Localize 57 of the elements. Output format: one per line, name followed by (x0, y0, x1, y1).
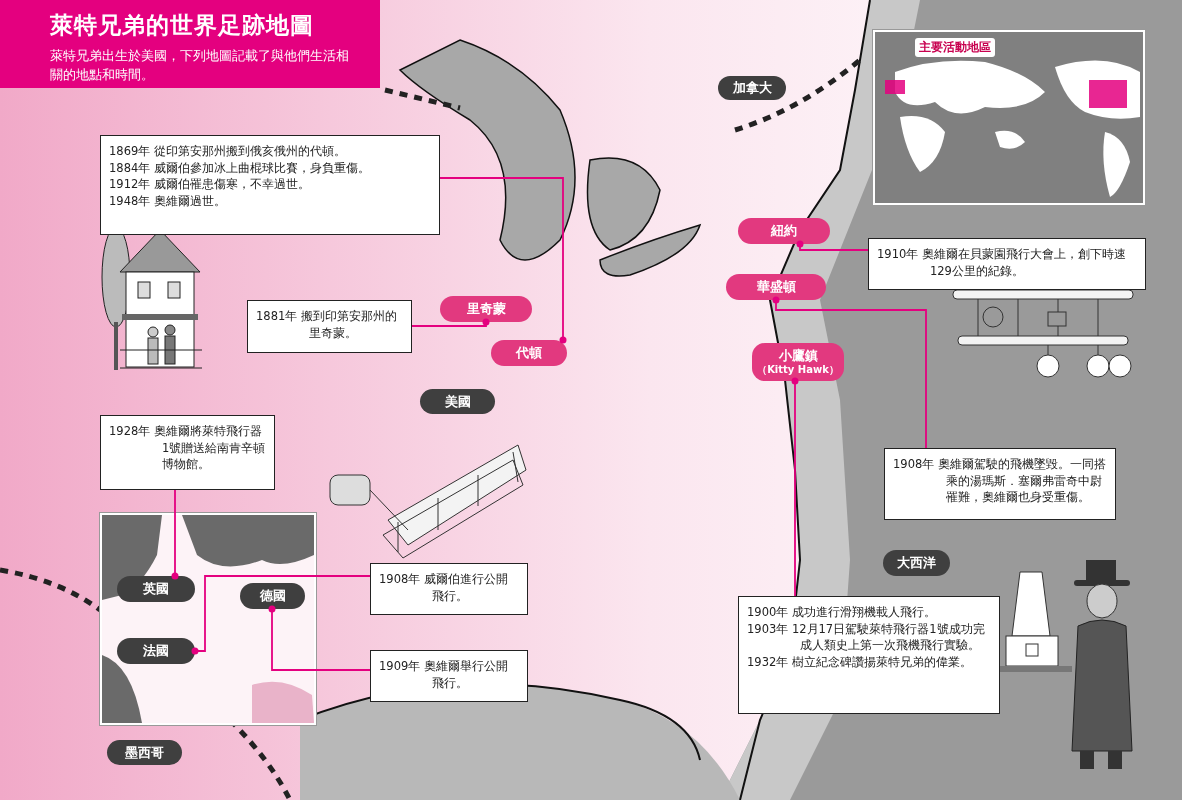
timeline-entry: 1909年 奧維爾舉行公開飛行。 (379, 658, 509, 692)
timeline-entry: 1903年 12月17日駕駛萊特飛行器1號成功完成人類史上第一次飛機飛行實驗。 (747, 620, 986, 654)
place-name: 紐約 (771, 223, 797, 239)
place-tag (752, 343, 844, 381)
leader-line (791, 377, 799, 597)
place-name: 加拿大 (732, 80, 772, 96)
place-name: 墨西哥 (125, 744, 164, 761)
place-tag (440, 296, 532, 322)
caption: 萊特兄弟出生於美國，下列地圖記載了與他們生活相關的地點和時間。 (50, 47, 350, 84)
place-tag (726, 274, 826, 300)
place-name: 小鷹鎮 (778, 348, 818, 364)
info-box (884, 448, 1116, 520)
leader-line (191, 575, 371, 655)
info-box (738, 596, 1000, 714)
leader-line (796, 240, 869, 251)
info-box (868, 238, 1146, 290)
place-name: 大西洋 (897, 555, 936, 571)
timeline-entry: 1881年 搬到印第安那州的里奇蒙。 (256, 308, 398, 342)
place-name: 美國 (444, 393, 471, 410)
timeline-entry: 1900年 成功進行滑翔機載人飛行。 (747, 604, 937, 621)
place-name: 德國 (259, 588, 286, 604)
timeline-entry: 1908年 威爾伯進行公開飛行。 (379, 571, 509, 605)
leader-line (772, 296, 927, 449)
timeline-entry: 1869年 從印第安那州搬到俄亥俄州的代頓。 (109, 143, 347, 160)
region-tag (117, 638, 195, 664)
place-name: 法國 (143, 643, 169, 659)
leader-line (171, 489, 179, 580)
timeline-entry: 1908年 奧維爾駕駛的飛機墜毀。一同搭乘的湯瑪斯．塞爾弗雷奇中尉罹難，奧維爾也身受重傷。 (893, 456, 1107, 506)
leader-line (411, 318, 490, 327)
leader-line (439, 177, 567, 344)
info-box (100, 135, 440, 235)
place-name: 代頓 (516, 345, 542, 361)
place-name: 英國 (143, 581, 169, 597)
timeline-entry: 1884年 威爾伯參加冰上曲棍球比賽，身負重傷。 (109, 159, 371, 177)
place-name: 華盛頓 (756, 279, 796, 295)
region-tag (883, 550, 950, 576)
region-tag (117, 576, 195, 602)
inset-title: 主要活動地區 (915, 38, 995, 57)
timeline-entry: 1910年 奧維爾在貝蒙園飛行大會上，創下時速129公里的紀錄。 (877, 246, 1127, 280)
timeline-entry: 1932年 樹立紀念碑讚揚萊特兄弟的偉業。 (747, 654, 973, 671)
place-tag (738, 218, 830, 244)
info-box (370, 563, 528, 615)
region-tag (420, 389, 495, 414)
place-tag (491, 340, 567, 366)
timeline-entry: 1928年 奧維爾將萊特飛行器1號贈送給南肯辛頓博物館。 (109, 423, 266, 473)
timeline-entry: 1948年 奧維爾過世。 (109, 193, 227, 210)
place-note: （Kitty Hawk） (757, 363, 839, 376)
leader-line (268, 605, 371, 671)
region-tag (718, 76, 786, 100)
region-tag (240, 583, 305, 609)
place-name: 里奇蒙 (466, 301, 506, 317)
region-tag (107, 740, 182, 765)
info-box (370, 650, 528, 702)
info-box (247, 300, 412, 353)
title: 萊特兄弟的世界足跡地圖 (50, 11, 314, 40)
timeline-entry: 1912年 威爾伯罹患傷寒，不幸過世。 (109, 176, 311, 193)
info-box (100, 415, 275, 490)
